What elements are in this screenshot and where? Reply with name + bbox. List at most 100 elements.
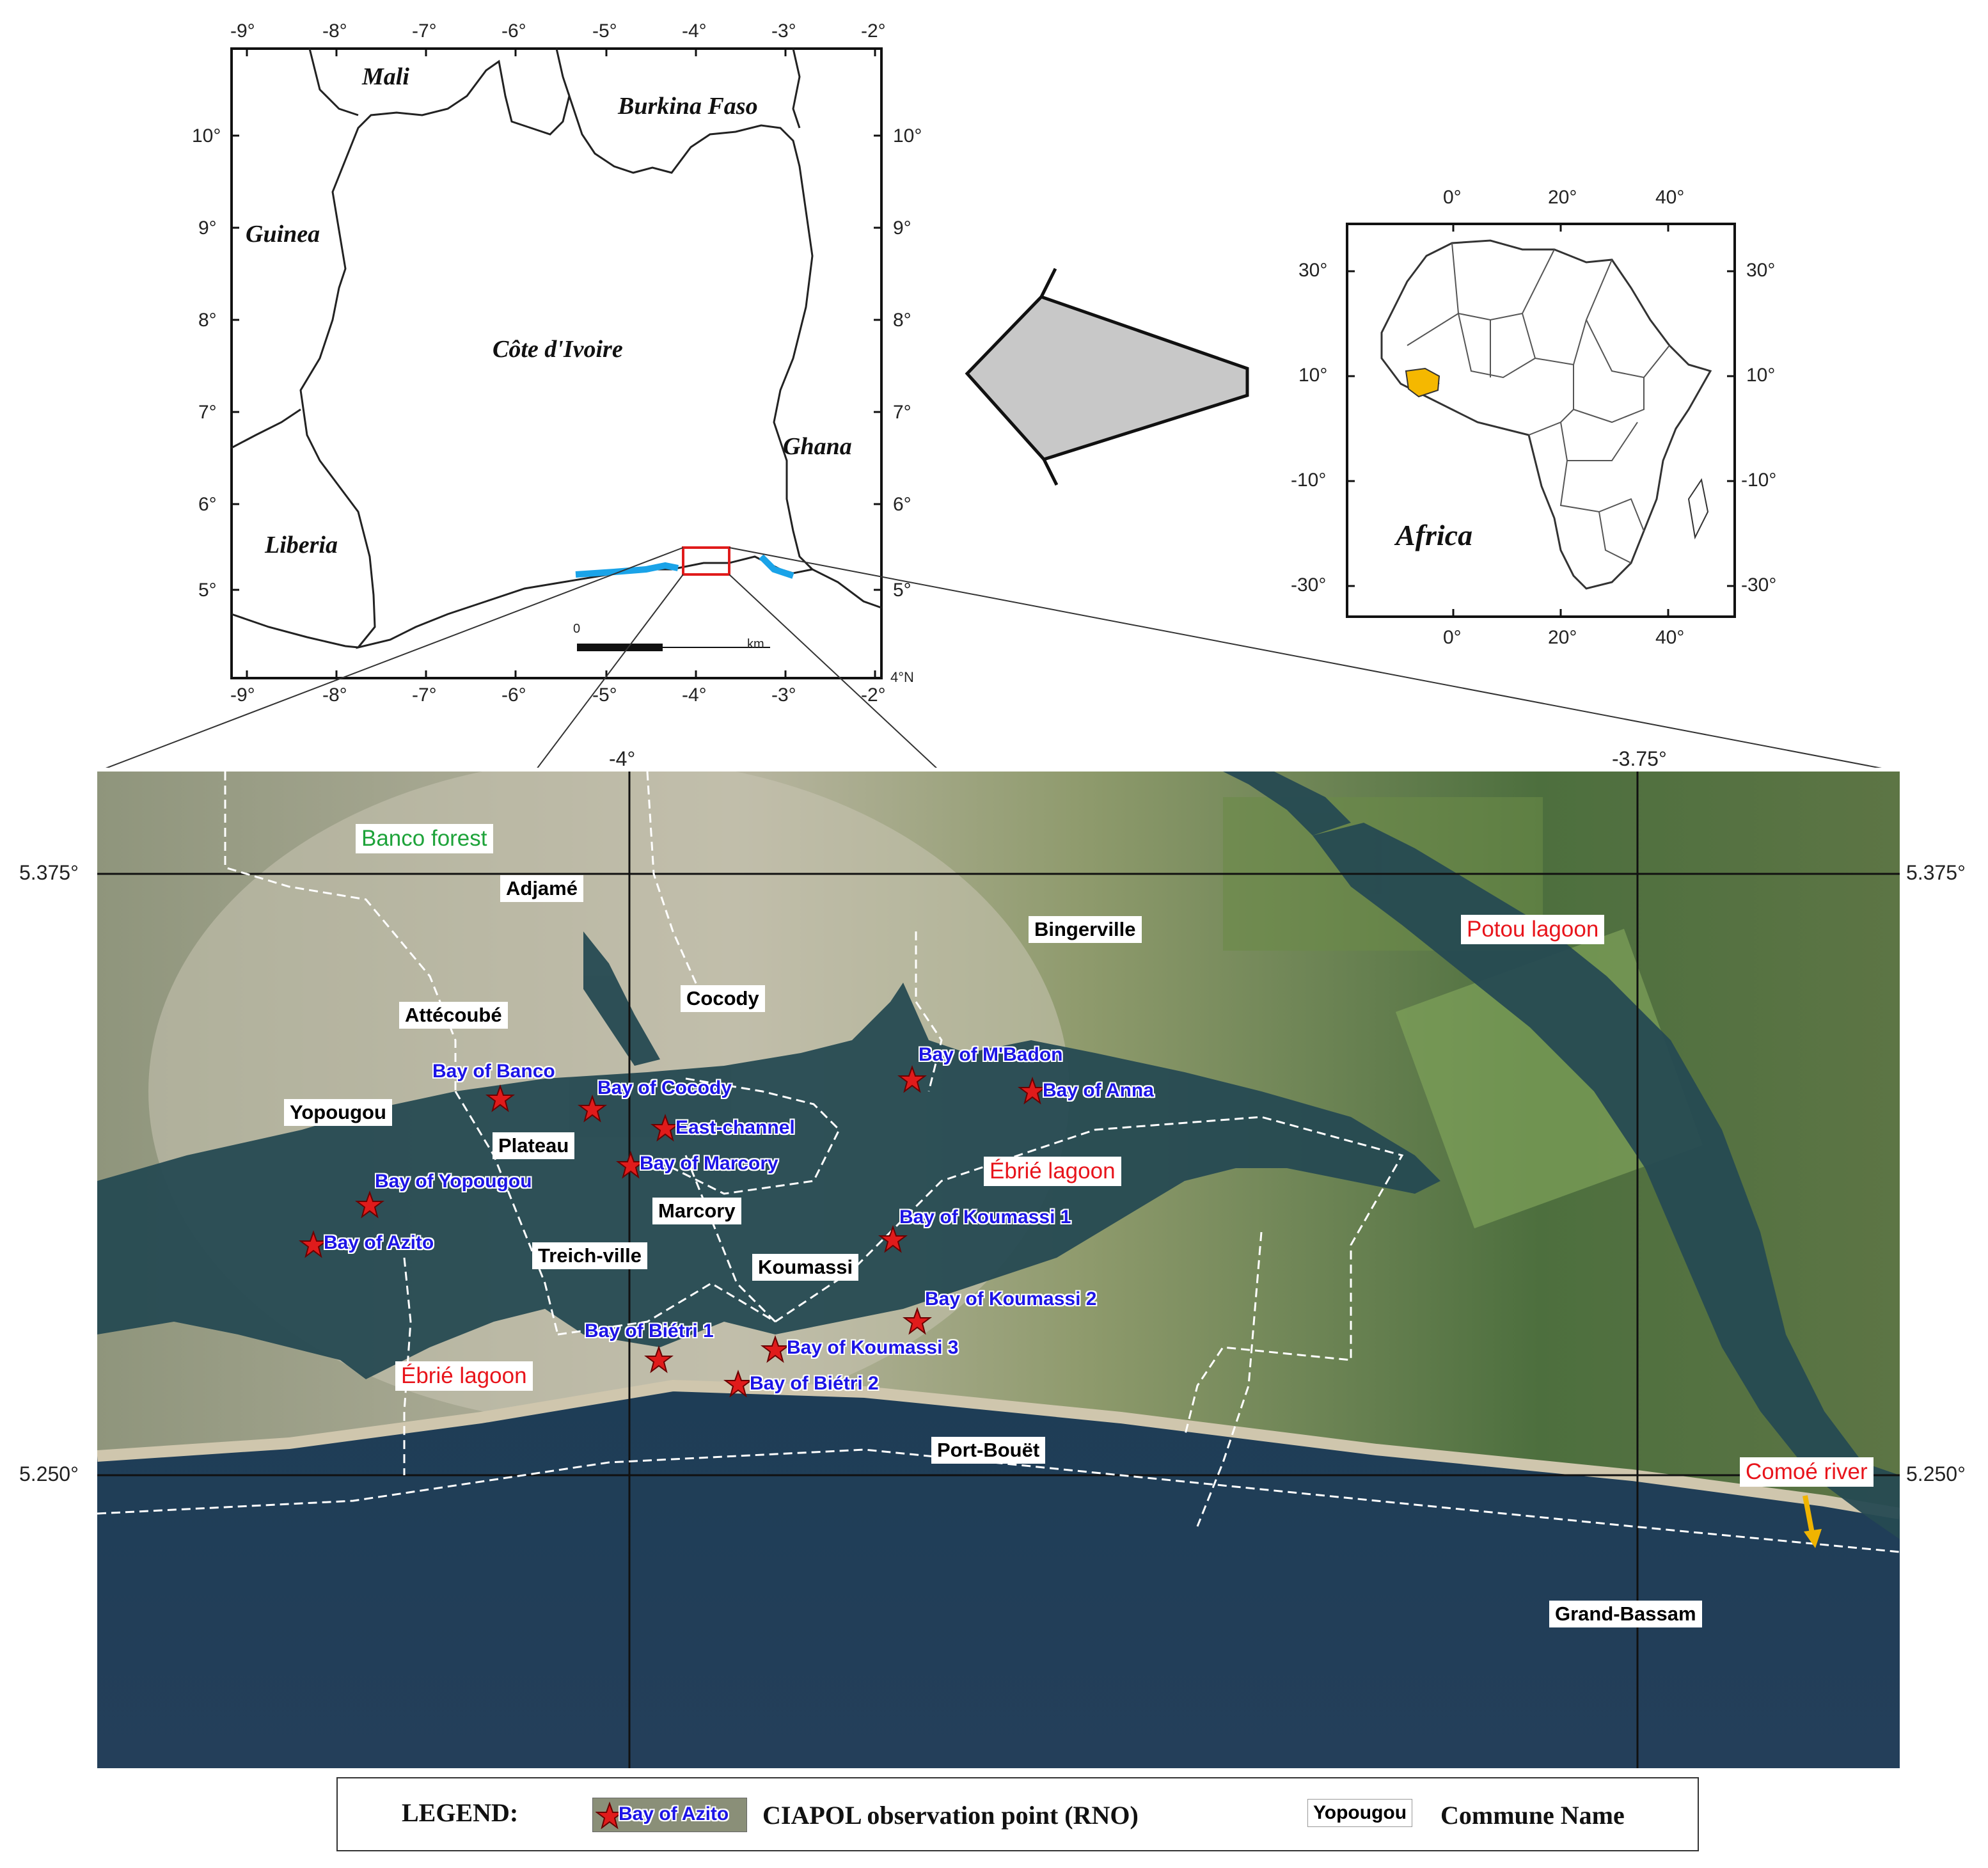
- bay-label-cocody: Bay of Cocody: [597, 1077, 732, 1098]
- commune-yopougou: Yopougou: [284, 1099, 392, 1126]
- legend-commune-sample: Yopougou: [1307, 1799, 1413, 1827]
- label-ghana: Ghana: [783, 433, 852, 460]
- detail-lat-tick: 5.375°: [19, 861, 79, 884]
- star-icon: [596, 1801, 624, 1829]
- ci-lon-tick: -8°: [322, 20, 347, 42]
- ci-lon-tick: -3°: [771, 685, 796, 706]
- commune-plateau: Plateau: [493, 1132, 575, 1159]
- ci-lon-tick: -2°: [861, 20, 886, 42]
- commune-marcory: Marcory: [652, 1198, 741, 1224]
- label-guinea: Guinea: [246, 221, 320, 248]
- legend-bay-desc: CIAPOL observation point (RNO): [762, 1801, 1139, 1830]
- guinea-mali-border: [308, 48, 359, 116]
- ci-lat-tick: 8°: [893, 310, 911, 331]
- africa-lat-tick: -10°: [1741, 470, 1777, 491]
- scale-unit: km: [747, 637, 764, 651]
- commune-attecoube: Attécoubé: [399, 1002, 508, 1029]
- comoe-arrow: [1803, 1495, 1815, 1537]
- star-bay-of-koumassi-1: [878, 1225, 908, 1253]
- legend-commune-desc: Commune Name: [1440, 1801, 1625, 1830]
- commune-koumassi: Koumassi: [752, 1254, 859, 1281]
- star-bay-of-koumassi-3: [761, 1335, 790, 1363]
- africa-lat-tick: 10°: [1746, 365, 1776, 386]
- ci-lat-tick: 8°: [198, 310, 217, 331]
- label-burkina-faso: Burkina Faso: [618, 93, 758, 120]
- ci-lat-tick: 7°: [198, 402, 217, 423]
- africa-lat-tick: 30°: [1746, 260, 1776, 281]
- africa-lat-tick: -10°: [1291, 470, 1327, 491]
- scale-bar: [577, 644, 663, 651]
- bay-label-koumassi-2: Bay of Koumassi 2: [925, 1288, 1097, 1310]
- ghana-coast: [812, 568, 882, 609]
- detail-lon-tick: -3.75°: [1612, 747, 1667, 770]
- label-ebrie-lagoon: Ébrié lagoon: [984, 1157, 1121, 1186]
- guinea-liberia-border: [231, 408, 301, 449]
- ci-lon-tick: -2°: [861, 685, 886, 706]
- africa-lat-tick: -30°: [1741, 574, 1777, 596]
- detail-lat-tick: 5.375°: [1906, 861, 1966, 884]
- ci-lon-tick: -3°: [771, 20, 796, 42]
- ci-lon-tick: -9°: [230, 20, 255, 42]
- burkina-ghana-border: [792, 48, 801, 129]
- ci-lat-tick: 6°: [893, 494, 911, 515]
- label-africa: Africa: [1396, 519, 1473, 551]
- africa-lat-tick: 10°: [1298, 365, 1328, 386]
- star-bay-of-anna: [1018, 1077, 1047, 1105]
- africa-lon-tick: 40°: [1655, 627, 1685, 648]
- star-bay-of-bietri-1: [644, 1345, 674, 1373]
- ci-lon-tick: -5°: [592, 20, 617, 42]
- label-liberia: Liberia: [265, 532, 338, 558]
- ci-lon-tick: -9°: [230, 685, 255, 706]
- africa-lat-tick: 30°: [1298, 260, 1328, 281]
- mali-burkina-border: [555, 48, 571, 97]
- ci-lat-tick: 9°: [893, 218, 911, 239]
- label-ebrie-lagoon: Ébrié lagoon: [395, 1361, 533, 1391]
- label-cote-divoire: Côte d'Ivoire: [493, 336, 623, 363]
- study-area-box: [682, 546, 730, 576]
- bay-label-koumassi-3: Bay of Koumassi 3: [787, 1337, 959, 1358]
- bay-label-banco: Bay of Banco: [432, 1061, 555, 1082]
- africa-lon-tick: 0°: [1443, 187, 1462, 208]
- ci-lat-tick: 10°: [893, 125, 922, 146]
- legend-title: LEGEND:: [402, 1798, 519, 1827]
- bay-label-east-channel: East-channel: [675, 1117, 795, 1138]
- star-east-channel: [651, 1114, 680, 1142]
- star-bay-of-mbadon: [897, 1065, 927, 1093]
- bay-label-yopougou: Bay of Yopougou: [375, 1171, 532, 1192]
- ci-lat-tick: 5°: [198, 580, 217, 601]
- commune-cocody: Cocody: [681, 985, 765, 1012]
- ci-lat-tick: 7°: [893, 402, 911, 423]
- detail-lat-tick: 5.250°: [19, 1462, 79, 1485]
- cote-divoire-border: [299, 59, 815, 649]
- star-bay-of-cocody: [578, 1095, 607, 1123]
- ci-lon-tick: -8°: [322, 685, 347, 706]
- ci-lon-tick: -4°: [682, 20, 707, 42]
- madagascar: [1687, 478, 1709, 540]
- commune-bingerville: Bingerville: [1029, 916, 1142, 943]
- star-bay-of-marcory: [616, 1151, 645, 1179]
- ci-lat-tick: 6°: [198, 494, 217, 515]
- label-comoe-river: Comoé river: [1740, 1457, 1874, 1487]
- star-bay-of-azito: [299, 1230, 328, 1258]
- bay-label-koumassi-1: Bay of Koumassi 1: [899, 1207, 1071, 1228]
- ci-lon-tick: -5°: [592, 685, 617, 706]
- commune-adjame: Adjamé: [500, 875, 583, 902]
- ci-lat-tick: 5°: [893, 580, 911, 601]
- ci-lon-tick: -6°: [501, 685, 526, 706]
- africa-map-frame: [1346, 223, 1736, 618]
- ci-corner-label: 4°N: [890, 669, 914, 685]
- ci-lat-tick: 10°: [192, 125, 221, 146]
- bay-label-mbadon: Bay of M'Badon: [919, 1044, 1063, 1065]
- scale-zero: 0: [573, 622, 581, 636]
- africa-lon-tick: 0°: [1443, 627, 1462, 648]
- commune-port-bouet: Port-Bouët: [931, 1437, 1046, 1464]
- africa-lat-tick: -30°: [1291, 574, 1327, 596]
- ci-lon-tick: -6°: [501, 20, 526, 42]
- ci-map-frame: [105, 47, 1882, 768]
- star-bay-of-koumassi-2: [903, 1307, 932, 1335]
- commune-treichville: Treich-ville: [532, 1242, 647, 1269]
- legend-bay-sample: Bay of Azito: [592, 1798, 747, 1832]
- detail-lon-tick: -4°: [609, 747, 636, 770]
- label-banco-forest: Banco forest: [356, 824, 493, 853]
